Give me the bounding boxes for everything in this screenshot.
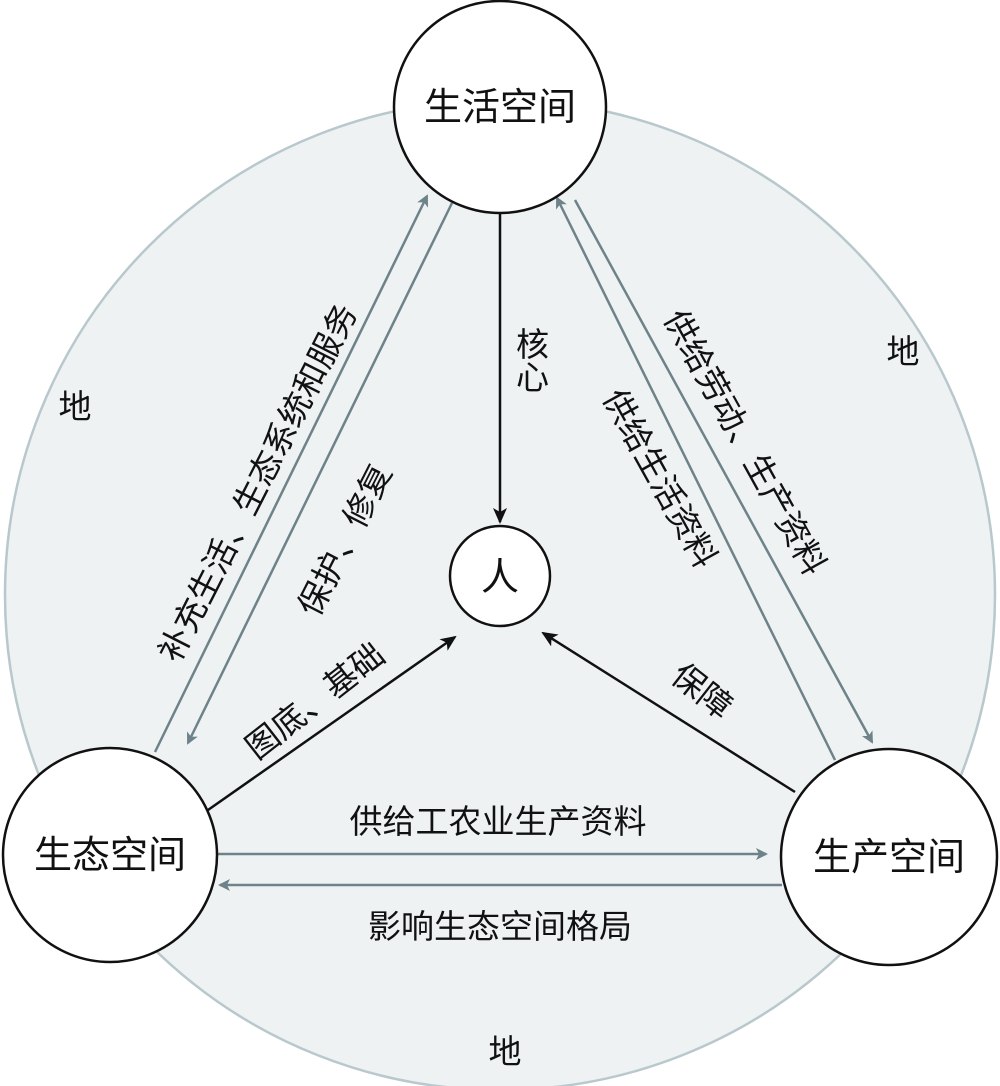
arrow-eco-to-human — [207, 635, 457, 812]
arrow-production-to-human — [541, 631, 796, 794]
land-label-bottom: 地 — [489, 1032, 522, 1071]
node-living-label: 生活空间 — [424, 85, 576, 129]
label-eco-to-production: 供给工农业生产资料 — [350, 802, 647, 841]
arrow-eco-to-living — [153, 194, 429, 753]
node-human-label: 人 — [481, 555, 519, 599]
arrow-production-to-living — [555, 196, 837, 761]
arrow-living-to-production — [573, 199, 874, 744]
land-label-right: 地 — [887, 332, 920, 371]
label-living-to-human: 核心 — [511, 327, 550, 393]
node-ecological-label: 生态空间 — [34, 833, 186, 877]
node-production: 生产空间 — [779, 747, 999, 967]
node-living: 生活空间 — [392, 0, 608, 215]
node-ecological: 生态空间 — [1, 746, 219, 964]
node-human: 人 — [448, 524, 552, 628]
node-production-label: 生产空间 — [813, 835, 965, 879]
arrow-living-to-eco — [186, 202, 454, 745]
label-production-to-eco: 影响生态空间格局 — [368, 907, 632, 946]
land-label-left: 地 — [59, 387, 92, 426]
